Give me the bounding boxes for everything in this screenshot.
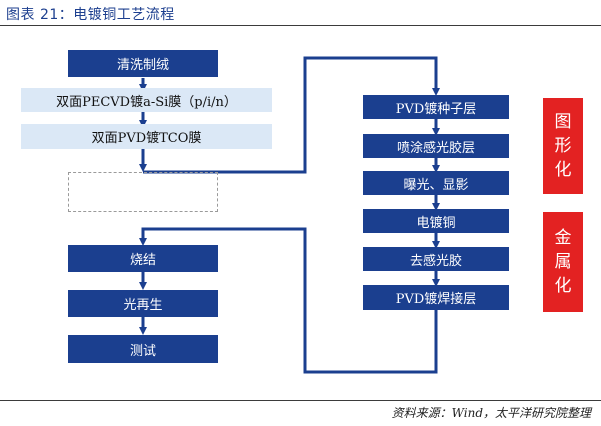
tag-patterning-char-3: 化 [554,160,572,180]
step-expose-develop: 曝光、显影 [363,171,509,195]
step-light-regeneration: 光再生 [68,290,218,317]
step-spray-photoresist: 喷涂感光胶层 [363,134,509,158]
tag-metallization-char-1: 金 [554,228,572,248]
figure-title: 图表 21：电镀铜工艺流程 [6,7,175,23]
tag-metallization-char-2: 属 [554,252,572,272]
connector-left-to-right [143,56,440,174]
tag-patterning-char-2: 形 [554,136,572,156]
step-strip-photoresist: 去感光胶 [363,247,509,271]
tag-metallization: 金 属 化 [543,212,583,312]
source-note: 资料来源：Wind，太平洋研究院整理 [391,406,591,420]
step-pvd-solder-layer: PVD镀焊接层 [363,285,509,310]
step-sintering: 烧结 [68,245,218,272]
connector-right-to-bottom [139,227,438,374]
step-pvd-seed-layer: PVD镀种子层 [363,95,509,119]
step-electroplate-copper: 电镀铜 [363,209,509,233]
footer-divider [0,400,601,401]
tag-patterning-char-1: 图 [554,112,572,132]
step-pecvd-asi: 双面PECVD镀a-Si膜（p/i/n） [21,88,272,112]
step-clean-texture: 清洗制绒 [68,50,218,77]
tag-patterning: 图 形 化 [543,98,583,194]
tag-metallization-char-3: 化 [554,276,572,296]
step-pvd-tco: 双面PVD镀TCO膜 [21,124,272,149]
step-placeholder-dashed [68,172,218,212]
step-testing: 测试 [68,335,218,363]
title-divider [0,25,601,26]
